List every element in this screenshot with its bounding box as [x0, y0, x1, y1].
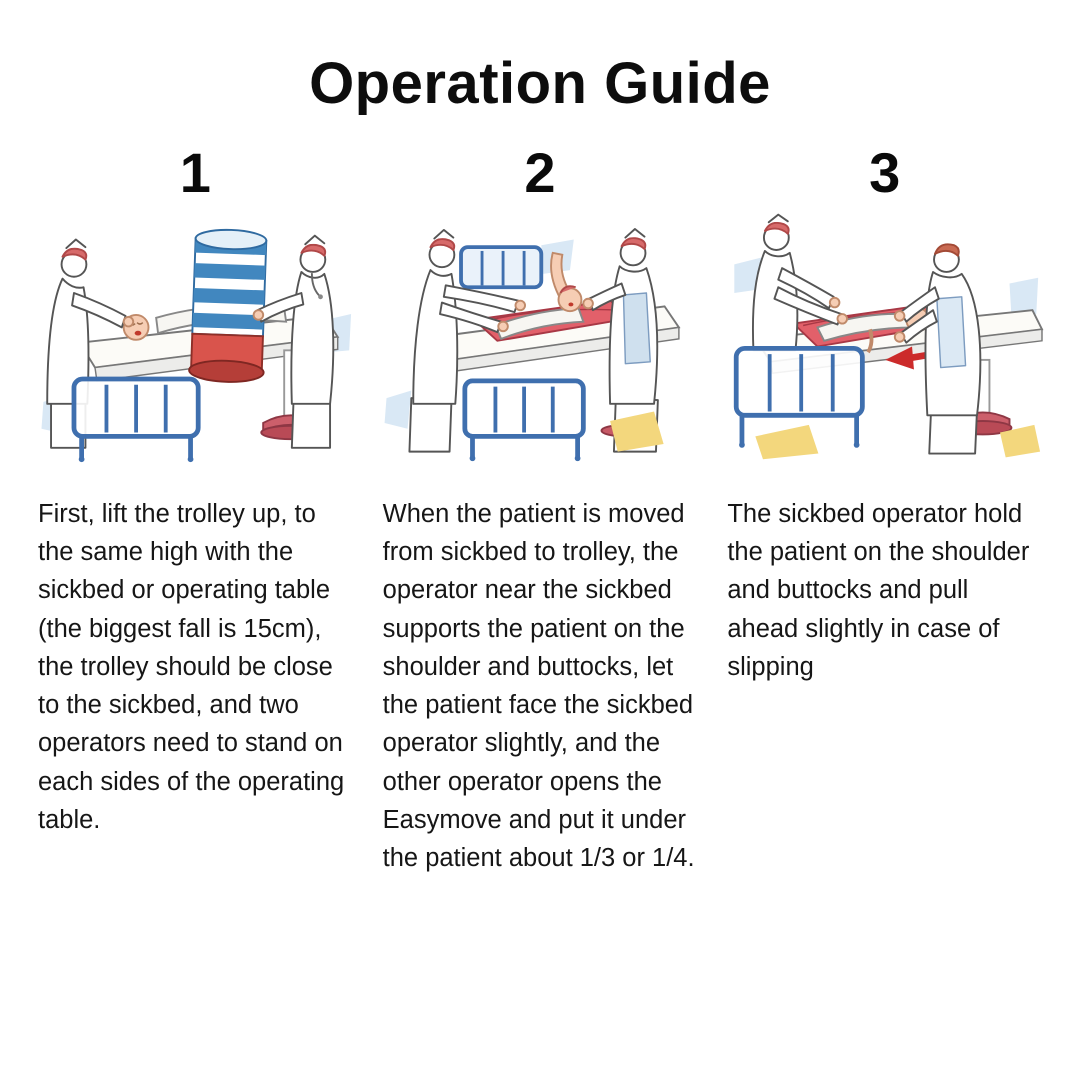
step-3-description: The sickbed operator hold the patient on…: [727, 499, 1030, 681]
page-title: Operation Guide: [309, 51, 771, 116]
step-3-illustration-wrap: [725, 207, 1044, 465]
step-2-illustration-wrap: [381, 207, 700, 465]
step-3: 3: [725, 140, 1044, 878]
nurse-left-icon: [752, 213, 849, 352]
patient-icon: [493, 251, 585, 340]
bed-headboard-icon: [458, 245, 543, 290]
step-1-illustration: [41, 228, 352, 463]
nurse-right-icon: [252, 234, 335, 449]
operator-right-icon: [894, 243, 982, 455]
step-2-number: 2: [524, 140, 556, 204]
bed-footboard-icon: [734, 345, 866, 448]
nurse-left-icon: [408, 228, 526, 453]
step-3-number: 3: [869, 140, 901, 204]
step-2: 2: [381, 140, 700, 878]
steps-container: 1: [36, 140, 1044, 878]
easymove-roll-icon: [188, 228, 268, 383]
step-1-illustration-wrap: [36, 207, 355, 465]
step-1: 1: [36, 140, 355, 878]
step-3-illustration: [734, 213, 1044, 460]
bed-footboard-icon: [71, 376, 201, 463]
step-1-number: 1: [179, 140, 211, 204]
step-2-illustration: [384, 227, 681, 462]
floor-highlight-icon: [755, 424, 1041, 460]
step-1-description: First, lift the trolley up, to the same …: [38, 499, 345, 834]
bed-footboard-icon: [462, 378, 586, 462]
floor-highlight-icon: [609, 411, 664, 452]
step-2-description: When the patient is moved from sickbed t…: [382, 499, 695, 873]
